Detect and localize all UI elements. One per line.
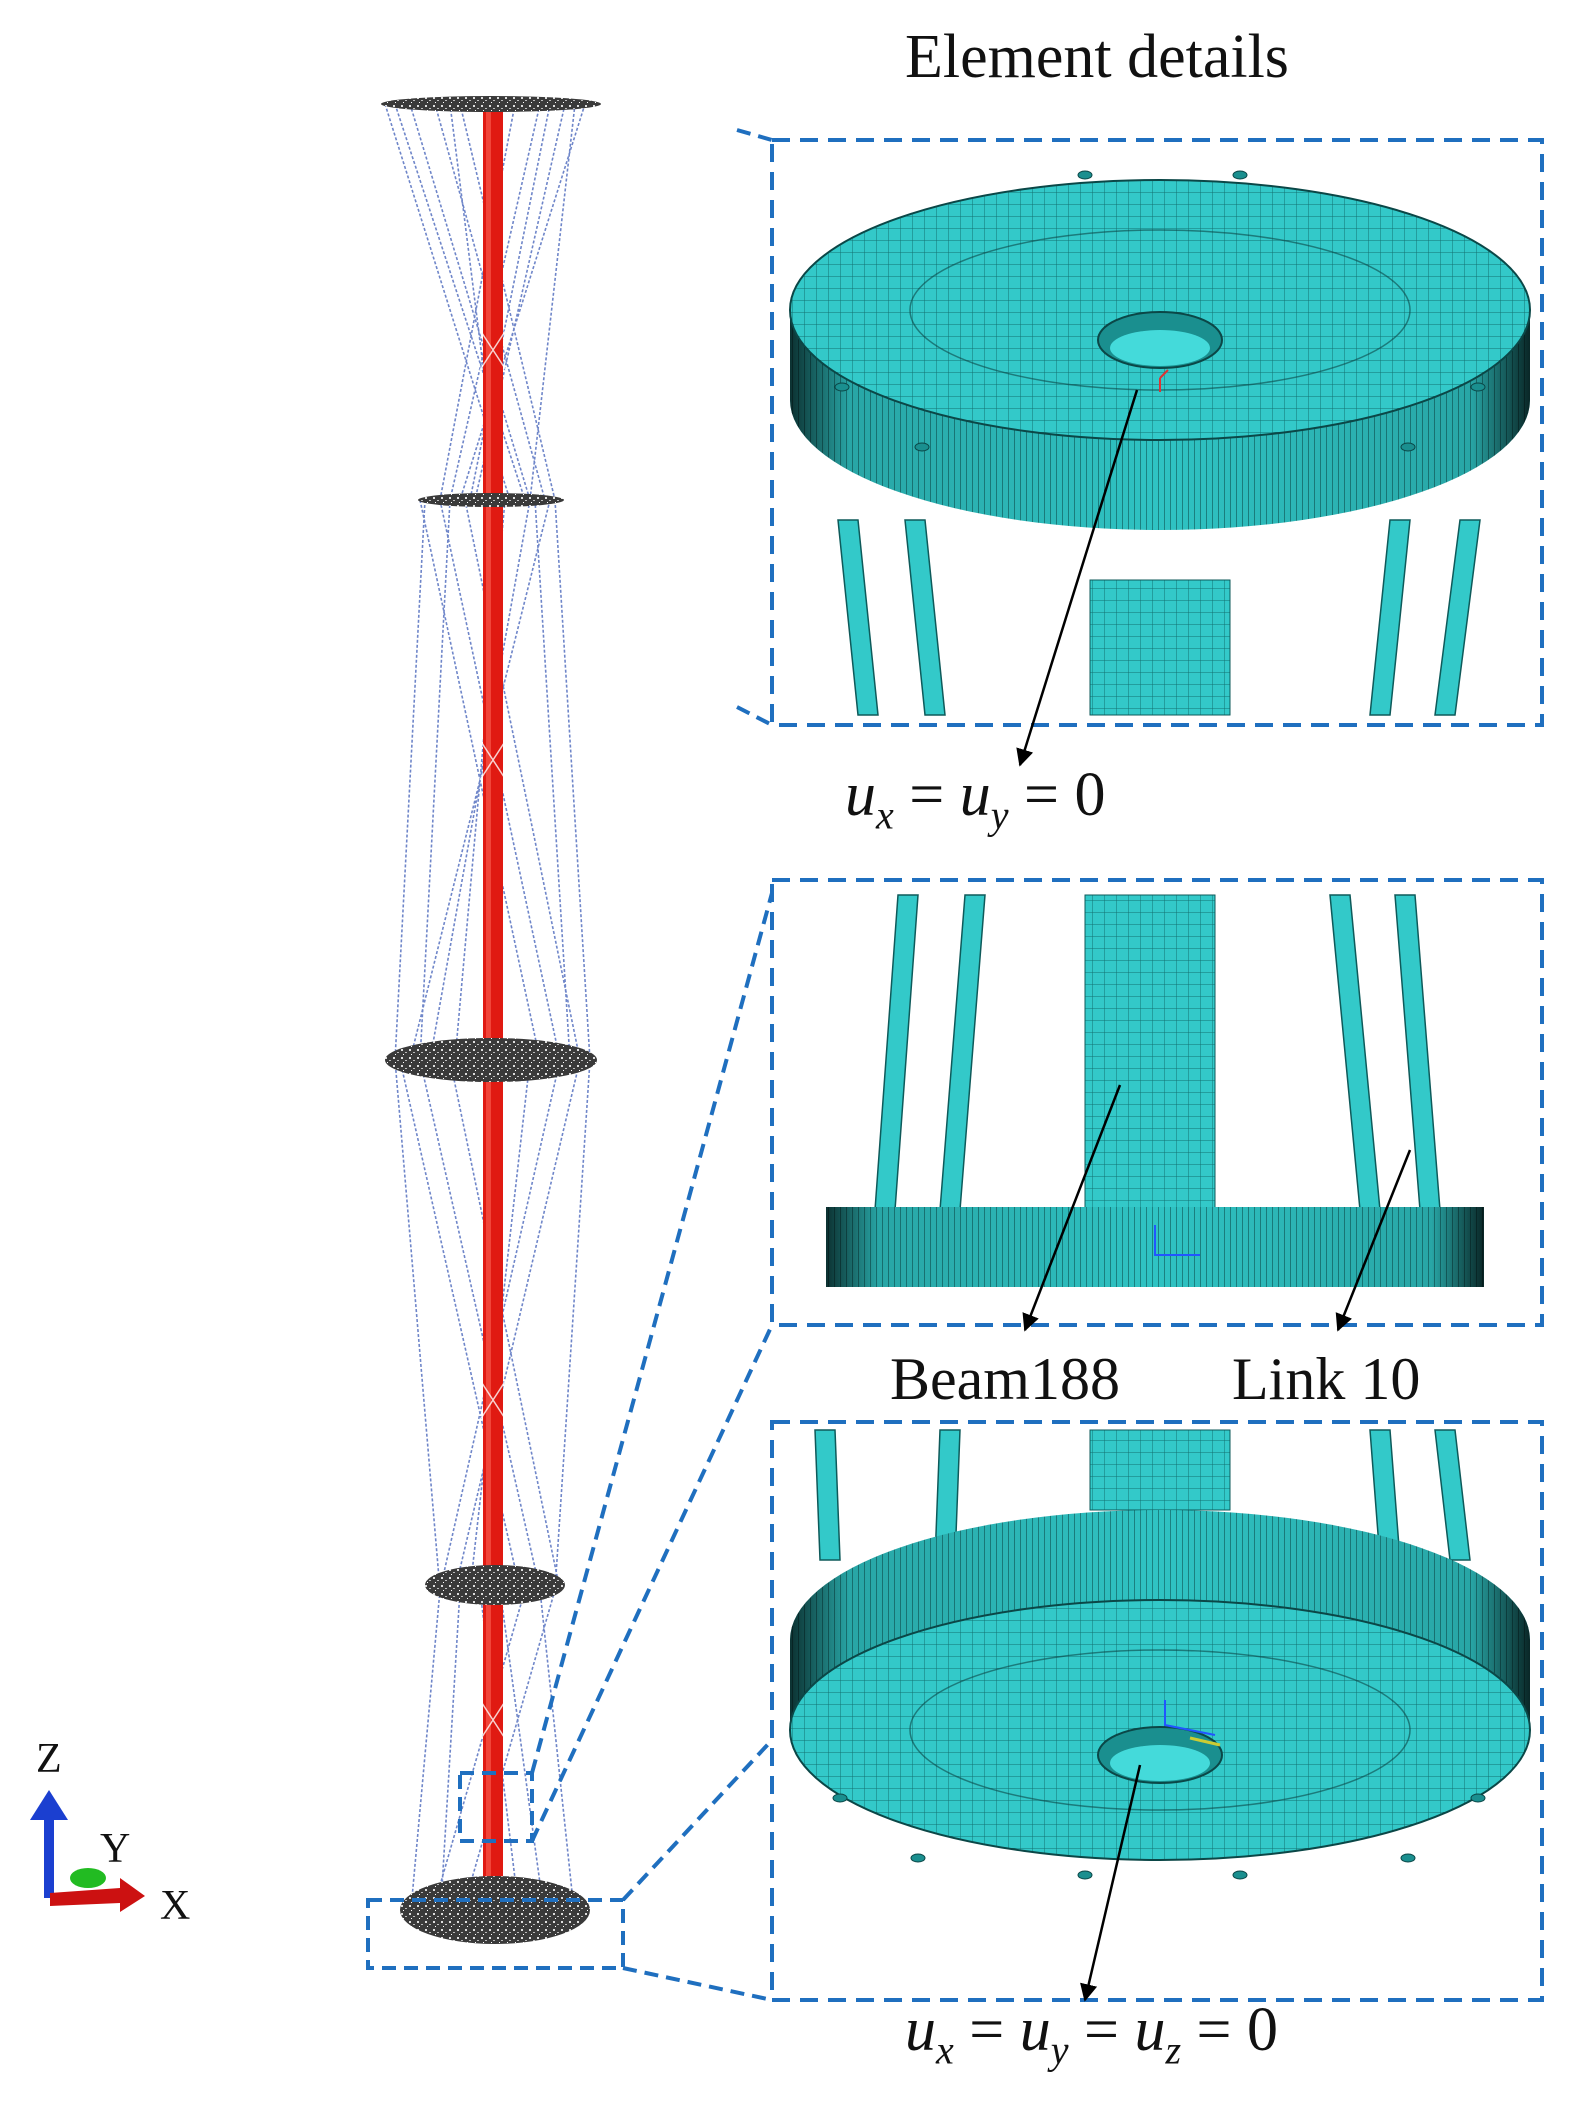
spreader-disc-3 [385, 1038, 597, 1082]
z-axis-arrow [44, 1818, 54, 1898]
subscript: x [876, 792, 894, 838]
bottom-boundary-condition: ux = uy = uz = 0 [905, 1995, 1278, 2073]
top-boundary-condition: ux = uy = 0 [845, 760, 1105, 838]
spreader-disc-2 [418, 493, 564, 507]
subscript: y [990, 792, 1009, 838]
panel-frame-top [770, 138, 1544, 727]
symbol-u: u [1019, 1996, 1051, 2064]
spreader-disc-4 [425, 1565, 565, 1605]
symbol-u: u [845, 761, 876, 829]
y-axis-arrow [70, 1868, 106, 1888]
symbol-u: u [905, 1996, 936, 2064]
symbol-u: u [1134, 1996, 1166, 2064]
spreader-disc-1 [381, 96, 601, 112]
mast-model [366, 96, 625, 1970]
symbol-u: u [959, 761, 991, 829]
base-plate [400, 1876, 590, 1944]
zoom-box-bottom [366, 1898, 625, 1970]
beam-element-label: Beam188 [890, 1346, 1120, 1412]
axis-triad [30, 1790, 145, 1912]
panel-frame-side [770, 878, 1544, 1327]
equals-sign: = [909, 761, 945, 829]
zoom-connectors [530, 128, 774, 2002]
zoom-box-middle [458, 1771, 534, 1843]
detail-panel-side [770, 878, 1544, 1327]
subscript: y [1050, 2027, 1069, 2073]
subscript: x [936, 2027, 954, 2073]
x-axis-arrow [50, 1878, 145, 1912]
beam-tube [1084, 894, 1216, 1211]
equals-zero: = 0 [1024, 761, 1106, 829]
detail-panel-bottom [770, 1420, 1544, 2002]
figure-title: Element details [905, 23, 1289, 91]
equals-sign: = [969, 1996, 1005, 2064]
annotation-arrows [1016, 389, 1412, 2002]
equals-zero: = 0 [1196, 1996, 1279, 2064]
z-axis-label: Z [36, 1736, 62, 1782]
y-axis-label: Y [100, 1826, 131, 1872]
link-element-label: Link 10 [1232, 1346, 1421, 1412]
equals-sign: = [1084, 1996, 1119, 2064]
detail-panel-top [770, 138, 1544, 727]
x-axis-label: X [160, 1883, 191, 1929]
subscript: z [1165, 2027, 1182, 2073]
